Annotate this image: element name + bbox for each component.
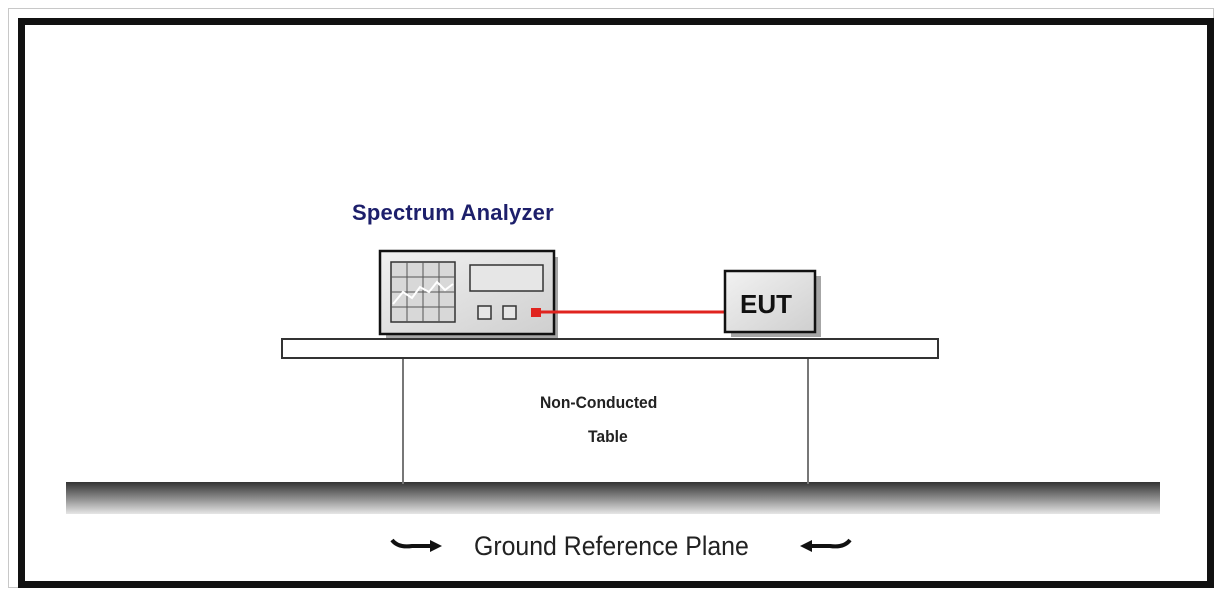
arrow-right-icon <box>800 538 852 552</box>
diagram-border <box>18 18 1214 588</box>
eut-box <box>723 269 821 337</box>
table-label-line2: Table <box>588 427 628 446</box>
analyzer-button-2 <box>502 305 517 320</box>
ground-reference-plane <box>66 482 1160 514</box>
analyzer-button-1 <box>477 305 492 320</box>
arrow-left-icon <box>390 538 442 552</box>
analyzer-display <box>469 264 544 292</box>
analyzer-trace <box>392 280 454 305</box>
eut-label: EUT <box>740 289 792 319</box>
spectrum-analyzer <box>378 249 558 338</box>
table-label-line1: Non-Conducted <box>540 393 658 412</box>
table-top <box>281 338 939 359</box>
spectrum-analyzer-label: Spectrum Analyzer <box>352 200 554 225</box>
ground-reference-plane-label: Ground Reference Plane <box>474 531 749 561</box>
analyzer-port <box>531 308 541 317</box>
